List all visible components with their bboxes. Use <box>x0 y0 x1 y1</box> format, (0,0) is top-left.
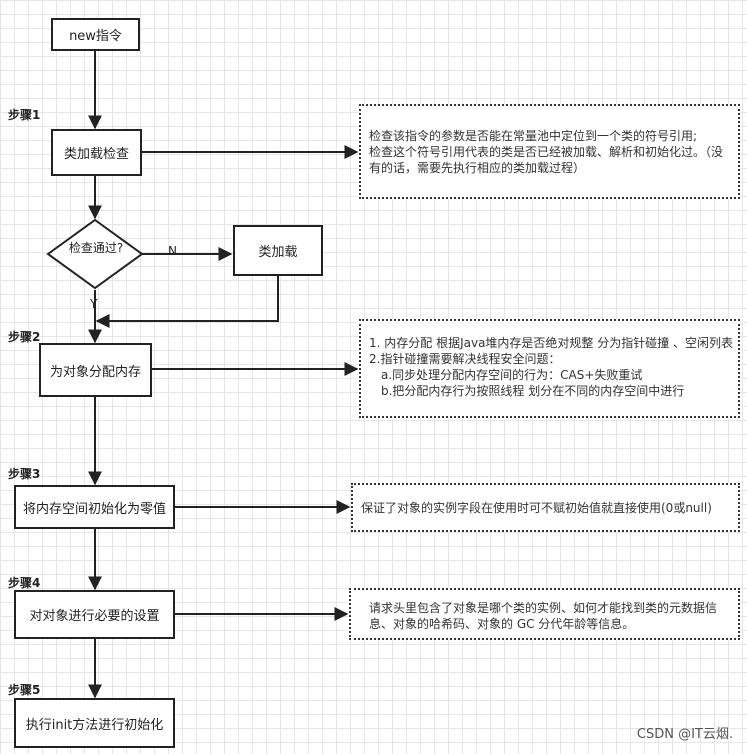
note-allocate-line-4: b.把分配内存行为按照线程 划分在不同的内存空间中进行 <box>381 384 685 398</box>
arrow-classload-return <box>95 276 279 328</box>
note-class-check-line-1: 检查该指令的参数是否能在常量池中定位到一个类的符号引用; <box>369 129 698 143</box>
note-zero-init: 保证了对象的实例字段在使用时可不赋初始值就直接使用(0或null) <box>351 483 740 532</box>
node-object-setup: 对对象进行必要的设置 <box>14 590 175 639</box>
edge-label-yes: Y <box>90 297 98 311</box>
node-init-method: 执行init方法进行初始化 <box>14 698 175 748</box>
note-class-check: 检查该指令的参数是否能在常量池中定位到一个类的符号引用; 检查这个符号引用代表的… <box>359 104 740 199</box>
node-allocate-memory: 为对象分配内存 <box>39 343 152 397</box>
note-allocate-line-2: 2.指针碰撞需要解决线程安全问题： <box>369 352 561 366</box>
node-decision-label: 检查通过? <box>68 241 124 255</box>
note-setup-line-1: 请求头里包含了对象是哪个类的实例、如何才能找到类的元数据信 <box>369 601 718 615</box>
note-setup-line-2: 息、对象的哈希码、对象的 GC 分代年龄等信息。 <box>369 617 635 631</box>
node-class-load-check: 类加载检查 <box>51 129 142 176</box>
note-allocate-line-3: a.同步处理分配内存空间的行为：CAS+失败重试 <box>381 368 643 382</box>
step-label-2: 步骤2 <box>8 330 41 344</box>
note-class-check-line-2: 检查这个符号引用代表的类是否已经被加载、解析和初始化过。（没 <box>369 145 724 159</box>
note-allocate-line-1: 1. 内存分配 根据Java堆内存是否绝对规整 分为指针碰撞 、空闲列表 <box>369 336 734 350</box>
node-zero-init: 将内存空间初始化为零值 <box>14 485 175 529</box>
note-allocate: 1. 内存分配 根据Java堆内存是否绝对规整 分为指针碰撞 、空闲列表 2.指… <box>359 319 740 418</box>
step-label-5: 步骤5 <box>8 683 41 697</box>
decision-diamond <box>46 218 144 290</box>
note-setup: 请求头里包含了对象是哪个类的实例、如何才能找到类的元数据信 息、对象的哈希码、对… <box>349 588 740 640</box>
edge-label-no: N <box>168 244 177 258</box>
note-class-check-line-3: 有的话，需要先执行相应的类加载过程） <box>369 161 586 175</box>
watermark: CSDN @IT云烟. <box>636 727 733 742</box>
step-label-4: 步骤4 <box>8 576 41 590</box>
node-class-loading: 类加载 <box>233 225 323 276</box>
step-label-3: 步骤3 <box>8 467 41 481</box>
note-zero-init-line-1: 保证了对象的实例字段在使用时可不赋初始值就直接使用(0或null) <box>361 500 712 515</box>
step-label-1: 步骤1 <box>8 108 41 122</box>
node-new-instruction: new指令 <box>51 18 140 51</box>
